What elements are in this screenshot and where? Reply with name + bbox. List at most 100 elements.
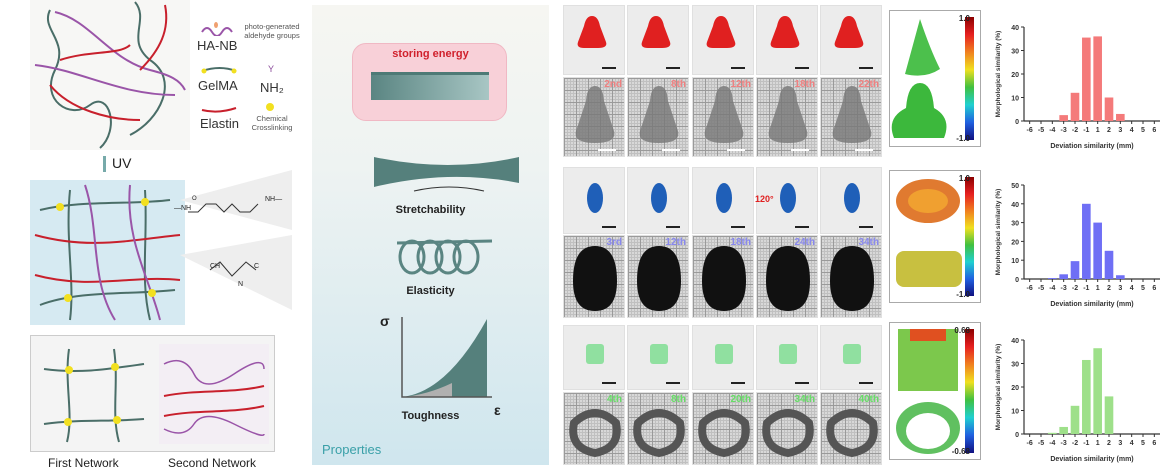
layer-label: 2nd xyxy=(604,79,622,90)
chem-nh-left: —NH xyxy=(174,205,192,212)
x-tick-label: -1 xyxy=(1083,127,1089,134)
legend-elastin: Elastin xyxy=(200,116,240,131)
y-tick-label: 10 xyxy=(1011,96,1019,103)
x-tick-label: 5 xyxy=(1141,285,1145,292)
scale-bar xyxy=(602,67,616,69)
trachea-construct-icon xyxy=(779,344,797,364)
scale-bar xyxy=(598,149,616,151)
scale-bar xyxy=(795,382,809,384)
y-tick-label: 20 xyxy=(1011,385,1019,392)
ear-photo xyxy=(627,167,689,234)
histogram-bar xyxy=(1070,405,1080,434)
nose-construct-icon xyxy=(770,16,800,48)
nose-layer-image: 22th xyxy=(820,77,882,157)
layer-label: 22th xyxy=(858,79,879,90)
scale-bar xyxy=(731,67,745,69)
histogram-bar xyxy=(1059,274,1068,279)
epsilon-label: ε xyxy=(494,402,501,418)
trachea-construct-icon xyxy=(650,344,668,364)
trachea-layer-image: 4th xyxy=(563,392,625,465)
colorbar xyxy=(965,329,974,453)
properties-panel: storing energy Stretchability Elasticity… xyxy=(312,5,549,465)
y-tick-label: 30 xyxy=(1011,362,1019,369)
stretchability-label: Stretchability xyxy=(395,204,466,216)
polymer-chains-illustration xyxy=(30,0,190,150)
y-tick-label: 40 xyxy=(1011,338,1019,345)
x-tick-label: 1 xyxy=(1096,127,1100,134)
layer-label: 8th xyxy=(671,394,686,405)
ear-photo xyxy=(756,167,818,234)
layer-label: 12th xyxy=(665,237,686,248)
x-tick-label: -1 xyxy=(1083,285,1089,292)
x-tick-label: 5 xyxy=(1141,440,1145,447)
x-tick-label: 4 xyxy=(1130,440,1134,447)
first-network-label: First Network xyxy=(48,456,119,470)
ear-construct-icon xyxy=(844,183,860,213)
trachea-photo xyxy=(627,325,689,390)
colorbar-min: -1.0 xyxy=(956,134,970,143)
trachea-photo xyxy=(820,325,882,390)
histogram-bar xyxy=(1059,426,1068,434)
elasticity-spring-icon xyxy=(397,239,493,275)
colorbar-max: 1.0 xyxy=(958,14,970,23)
nose-print-icon xyxy=(575,86,615,143)
scale-bar xyxy=(602,226,616,228)
histogram-bar xyxy=(1093,222,1102,279)
trachea-layer-image: 40th xyxy=(820,392,882,465)
ear-construct-icon xyxy=(651,183,667,213)
histogram-bar xyxy=(1070,261,1080,279)
trachea-print-icon xyxy=(569,409,621,458)
scale-bar xyxy=(602,382,616,384)
trachea-construct-icon xyxy=(843,344,861,364)
scale-bar xyxy=(666,382,680,384)
layer-label: 18th xyxy=(730,237,751,248)
legend-gelma: GelMA xyxy=(198,78,238,93)
x-tick-label: 5 xyxy=(1141,127,1145,134)
nose-construct-icon xyxy=(706,16,736,48)
y-axis-label: Morphological similarity (%) xyxy=(995,189,1002,276)
y-tick-label: 20 xyxy=(1011,72,1019,79)
scale-bar xyxy=(727,149,745,151)
double-network-illustration xyxy=(30,180,185,325)
y-tick-label: 10 xyxy=(1011,258,1019,265)
y-axis-label: Morphological similarity (%) xyxy=(995,31,1002,118)
nose-construct-icon xyxy=(834,16,864,48)
y-tick-label: 40 xyxy=(1011,25,1019,32)
x-axis-label: Deviation similarity (mm) xyxy=(1050,456,1133,463)
crosslink-dot-icon xyxy=(266,103,274,111)
x-tick-label: -1 xyxy=(1083,440,1089,447)
scale-bar xyxy=(795,67,809,69)
layer-label: 18th xyxy=(794,79,815,90)
trachea-print-icon xyxy=(698,409,750,458)
nose-layer-image: 2nd xyxy=(563,77,625,157)
x-tick-label: 4 xyxy=(1130,285,1134,292)
ear-layer-image: 34th xyxy=(820,235,882,318)
x-axis-label: Deviation similarity (mm) xyxy=(1050,301,1133,308)
y-axis-label: Morphological similarity (%) xyxy=(995,344,1002,431)
ear-construct-icon xyxy=(780,183,796,213)
y-tick-label: 30 xyxy=(1011,49,1019,56)
deviation-colormap: 1.0-1.0 xyxy=(889,170,981,303)
elastin-icon xyxy=(201,107,237,113)
x-tick-label: 4 xyxy=(1130,127,1134,134)
x-tick-label: -2 xyxy=(1072,127,1078,134)
histogram-bar xyxy=(1104,250,1114,279)
nose-photo xyxy=(627,5,689,75)
ear-layer-image: 18th xyxy=(692,235,754,318)
scale-bar xyxy=(666,67,680,69)
histogram-bar xyxy=(1048,432,1057,434)
scale-bar xyxy=(859,226,873,228)
ear-print-icon xyxy=(830,246,874,311)
x-tick-label: -5 xyxy=(1038,440,1044,447)
histogram-bar xyxy=(1104,396,1114,434)
colorbar-max: 1.0 xyxy=(958,174,970,183)
legend-aldehyde: photo-generated aldehyde groups xyxy=(244,22,300,40)
ear-construct-icon xyxy=(587,183,603,213)
scale-bar xyxy=(731,226,745,228)
sigma-label: σ xyxy=(380,313,390,329)
x-tick-label: -3 xyxy=(1061,285,1067,292)
scale-bar xyxy=(731,382,745,384)
elasticity-label: Elasticity xyxy=(406,285,455,297)
nose-print-icon xyxy=(768,86,808,143)
nose-layer-image: 12th xyxy=(692,77,754,157)
